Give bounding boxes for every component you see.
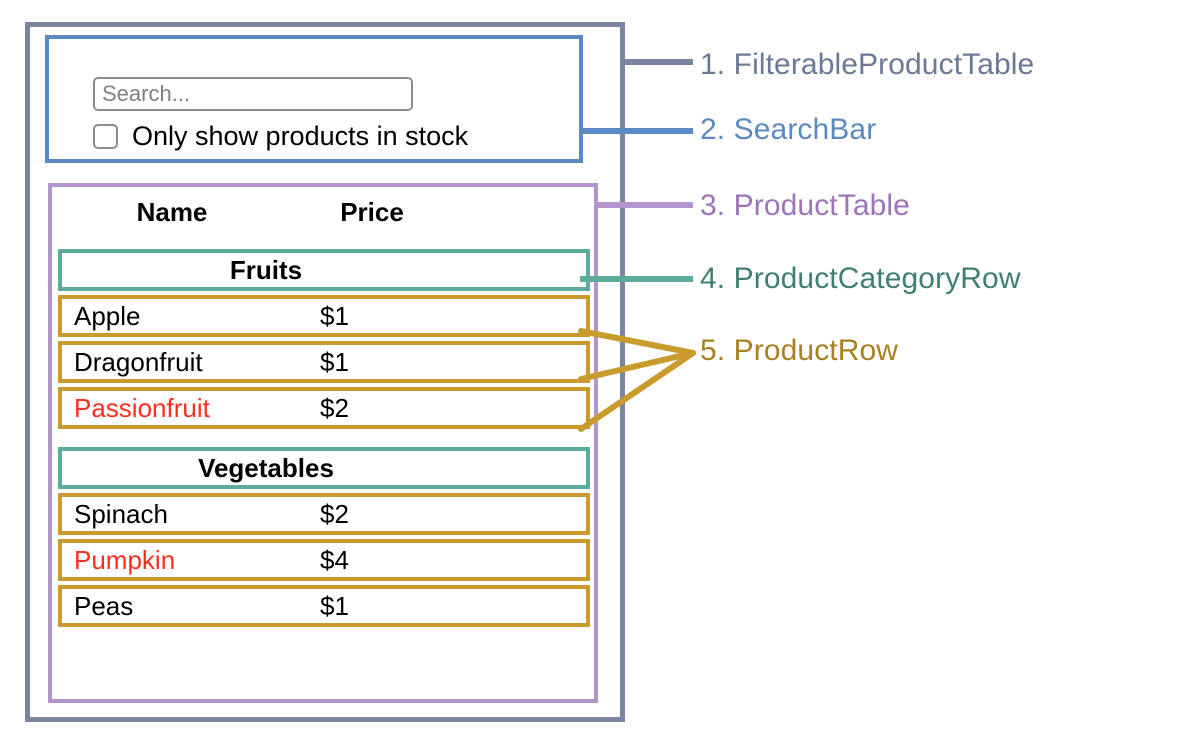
group-spacer: [58, 433, 590, 447]
product-price: $1: [320, 300, 349, 331]
product-name: Peas: [74, 590, 134, 621]
product-row: Passionfruit $2: [58, 387, 590, 429]
category-label: Fruits: [229, 254, 303, 285]
legend-item-search-bar: 2. SearchBar: [700, 113, 877, 146]
product-category-row: Vegetables: [58, 447, 590, 489]
column-header-price: Price: [340, 197, 404, 227]
legend-item-product-category-row: 4. ProductCategoryRow: [700, 262, 1021, 295]
product-row: Apple $1: [58, 295, 590, 337]
product-price: $2: [320, 498, 349, 529]
product-name: Pumpkin: [74, 544, 176, 575]
product-name: Spinach: [74, 498, 168, 529]
product-name: Dragonfruit: [74, 346, 203, 377]
search-input[interactable]: Search...: [93, 77, 413, 111]
product-price: $4: [320, 544, 349, 575]
product-row: Spinach $2: [58, 493, 590, 535]
product-price: $1: [320, 346, 349, 377]
column-header-name: Name: [136, 197, 208, 227]
product-price: $1: [320, 590, 349, 621]
search-input-placeholder: Search...: [102, 81, 191, 106]
product-table-rows: Fruits Apple $1 Dragonfruit $1 Passionfr…: [58, 249, 590, 631]
product-row: Pumpkin $4: [58, 539, 590, 581]
legend-item-filterable-product-table: 1. FilterableProductTable: [700, 48, 1035, 81]
in-stock-checkbox-row[interactable]: Only show products in stock: [93, 123, 468, 150]
product-row: Peas $1: [58, 585, 590, 627]
product-name: Passionfruit: [74, 392, 210, 423]
in-stock-checkbox-label: Only show products in stock: [132, 121, 469, 151]
product-row: Dragonfruit $1: [58, 341, 590, 383]
product-category-row: Fruits: [58, 249, 590, 291]
product-table-header: Name Price: [52, 197, 594, 237]
legend-item-product-row: 5. ProductRow: [700, 334, 899, 367]
checkbox-icon[interactable]: [93, 124, 118, 149]
search-bar-frame: Search... Only show products in stock: [45, 35, 583, 163]
product-price: $2: [320, 392, 349, 423]
product-name: Apple: [74, 300, 141, 331]
product-table-frame: Name Price Fruits Apple $1 Dragonfruit $…: [48, 183, 598, 703]
legend-item-product-table: 3. ProductTable: [700, 189, 910, 222]
category-label: Vegetables: [198, 452, 334, 483]
